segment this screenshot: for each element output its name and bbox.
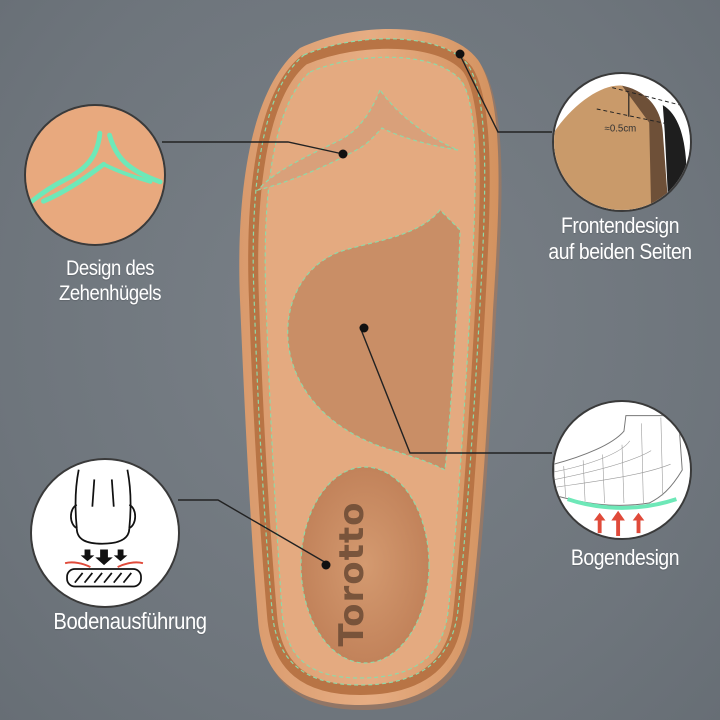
arch-region <box>287 209 461 471</box>
heel-cup <box>300 466 430 664</box>
toe-ridge-label: Design des Zehenhügels <box>31 256 189 306</box>
front-edge-callout: ≈0.5cm <box>552 72 692 212</box>
edge-thickness-icon: ≈0.5cm <box>554 74 690 210</box>
toe-ridge-icon <box>26 106 164 244</box>
brand-logo: Torotto <box>332 501 372 647</box>
front-label-line1: Frontendesign <box>560 213 680 238</box>
front-label-line2: auf beiden Seiten <box>548 239 692 265</box>
bottom-label: Bodenausführung <box>53 608 207 634</box>
toe-label-line1: Design des <box>65 257 155 280</box>
front-edge-label: Frontendesign auf beiden Seiten <box>532 213 708 266</box>
toe-ridge <box>256 88 459 192</box>
arch-callout <box>552 400 692 540</box>
measurement-text: ≈0.5cm <box>605 123 637 134</box>
arch-label: Bogendesign <box>570 545 680 570</box>
toe-ridge-callout <box>24 104 166 246</box>
arch-support-icon <box>554 402 690 538</box>
toe-label-line2: Zehenhügels <box>58 282 162 306</box>
bottom-callout <box>30 458 180 608</box>
heel-cushion-icon <box>32 460 178 606</box>
